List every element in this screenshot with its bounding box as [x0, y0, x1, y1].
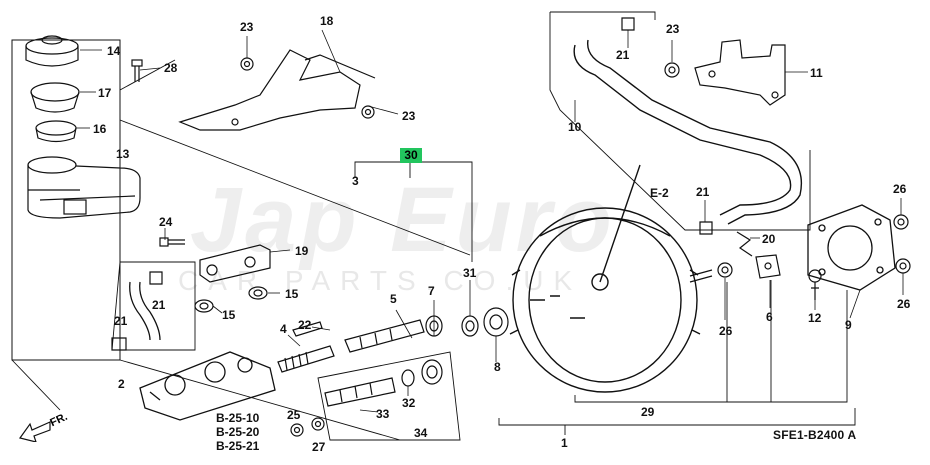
- group-1-frame: [498, 408, 856, 426]
- reservoir-bracket: [178, 49, 376, 131]
- hose-bracket: [694, 39, 786, 106]
- label-15-a: 15: [285, 287, 299, 301]
- hose-clip-21-top: [621, 17, 635, 31]
- label-6: 6: [766, 310, 773, 324]
- nut-27: [311, 417, 325, 431]
- watermark-subtitle: CAR PARTS.CO.UK: [178, 265, 583, 296]
- label-29: 29: [641, 405, 655, 419]
- label-10: 10: [568, 120, 582, 134]
- booster-gasket: [807, 204, 896, 291]
- label-17: 17: [98, 86, 112, 100]
- seal-31: [461, 315, 479, 337]
- hose-clip-21-right: [699, 221, 713, 235]
- label-3: 3: [352, 174, 359, 188]
- hose-group-frame: [111, 261, 196, 351]
- brake-booster: [509, 164, 701, 393]
- label-26-upper: 26: [893, 182, 907, 196]
- cup-34: [421, 359, 443, 385]
- label-4: 4: [280, 322, 287, 336]
- front-direction-arrow-icon: [18, 421, 51, 442]
- label-31: 31: [463, 266, 477, 280]
- nut-23-right: [361, 105, 375, 119]
- grommet-15-b: [194, 299, 214, 313]
- label-27: 27: [312, 440, 326, 454]
- master-cylinder-body: [139, 351, 276, 421]
- nut-23-top: [240, 57, 254, 71]
- reference-b-25-20[interactable]: B-25-20: [216, 425, 260, 439]
- group-29-frame: [574, 280, 848, 403]
- reservoir-filter: [30, 82, 80, 113]
- reference-b-25-21[interactable]: B-25-21: [216, 439, 260, 453]
- label-leaders: [76, 29, 904, 413]
- label-32: 32: [402, 396, 416, 410]
- hose-clip-lower: [111, 337, 127, 351]
- label-12: 12: [808, 311, 822, 325]
- bolt-28: [131, 59, 143, 82]
- label-21-b: 21: [114, 314, 128, 328]
- group-34-frame: [317, 351, 461, 441]
- label-18: 18: [320, 14, 334, 28]
- label-20: 20: [762, 232, 776, 246]
- label-8: 8: [494, 360, 501, 374]
- label-15-b: 15: [222, 308, 236, 322]
- section-reference-e-2[interactable]: E-2: [650, 186, 669, 200]
- label-23-c: 23: [666, 22, 680, 36]
- reservoir-hose: [129, 281, 161, 341]
- label-14: 14: [107, 44, 121, 58]
- secondary-piston-assembly: [344, 319, 425, 353]
- label-1: 1: [561, 436, 568, 450]
- clevis-6: [755, 254, 781, 279]
- label-26-center: 26: [719, 324, 733, 338]
- nut-25: [290, 423, 304, 437]
- pin-22: [292, 321, 323, 337]
- primary-piston-assembly: [277, 345, 335, 373]
- hose-clip-upper: [149, 271, 163, 285]
- label-5: 5: [390, 292, 397, 306]
- label-11: 11: [810, 66, 823, 80]
- label-9: 9: [845, 318, 852, 332]
- label-23-top: 23: [240, 20, 254, 34]
- label-34: 34: [414, 426, 428, 440]
- reservoir-cap: [25, 35, 79, 67]
- label-21-d: 21: [696, 185, 710, 199]
- hose-group-frame-10: [549, 11, 811, 231]
- seal-32: [401, 369, 415, 387]
- clip-20: [736, 231, 753, 257]
- label-7: 7: [428, 284, 435, 298]
- label-19: 19: [295, 244, 309, 258]
- reference-b-25-10[interactable]: B-25-10: [216, 411, 260, 425]
- seal-8: [483, 307, 509, 337]
- label-23-bracket: 23: [402, 109, 416, 123]
- reservoir-tank: [27, 156, 141, 219]
- booster-push-rod: [689, 269, 713, 283]
- vacuum-hose: [573, 39, 802, 225]
- grommet-15-a: [248, 286, 268, 300]
- nut-26-upper: [893, 214, 909, 230]
- piston-33: [324, 377, 396, 407]
- group-30-highlight: 30: [400, 148, 422, 163]
- reservoir-seal: [35, 120, 77, 143]
- nut-23-bracket: [664, 62, 680, 78]
- label-28: 28: [164, 61, 178, 75]
- nut-26-lower: [895, 258, 911, 274]
- label-25: 25: [287, 408, 301, 422]
- group-30-bracket: [354, 161, 473, 262]
- label-21-a: 21: [152, 298, 166, 312]
- label-22: 22: [298, 318, 312, 332]
- label-13: 13: [116, 147, 130, 161]
- label-2: 2: [118, 377, 125, 391]
- label-24: 24: [159, 215, 173, 229]
- diagram-code: SFE1-B2400 A: [773, 428, 857, 442]
- clevis-pin-12: [808, 269, 822, 300]
- bolt-24: [159, 237, 185, 247]
- reservoir-seal-19: [199, 244, 271, 283]
- label-16: 16: [93, 122, 107, 136]
- label-21-c: 21: [616, 48, 630, 62]
- label-26-lower: 26: [897, 297, 911, 311]
- leader-lines: [11, 59, 471, 441]
- label-33: 33: [376, 407, 390, 421]
- nut-26-center: [717, 262, 733, 278]
